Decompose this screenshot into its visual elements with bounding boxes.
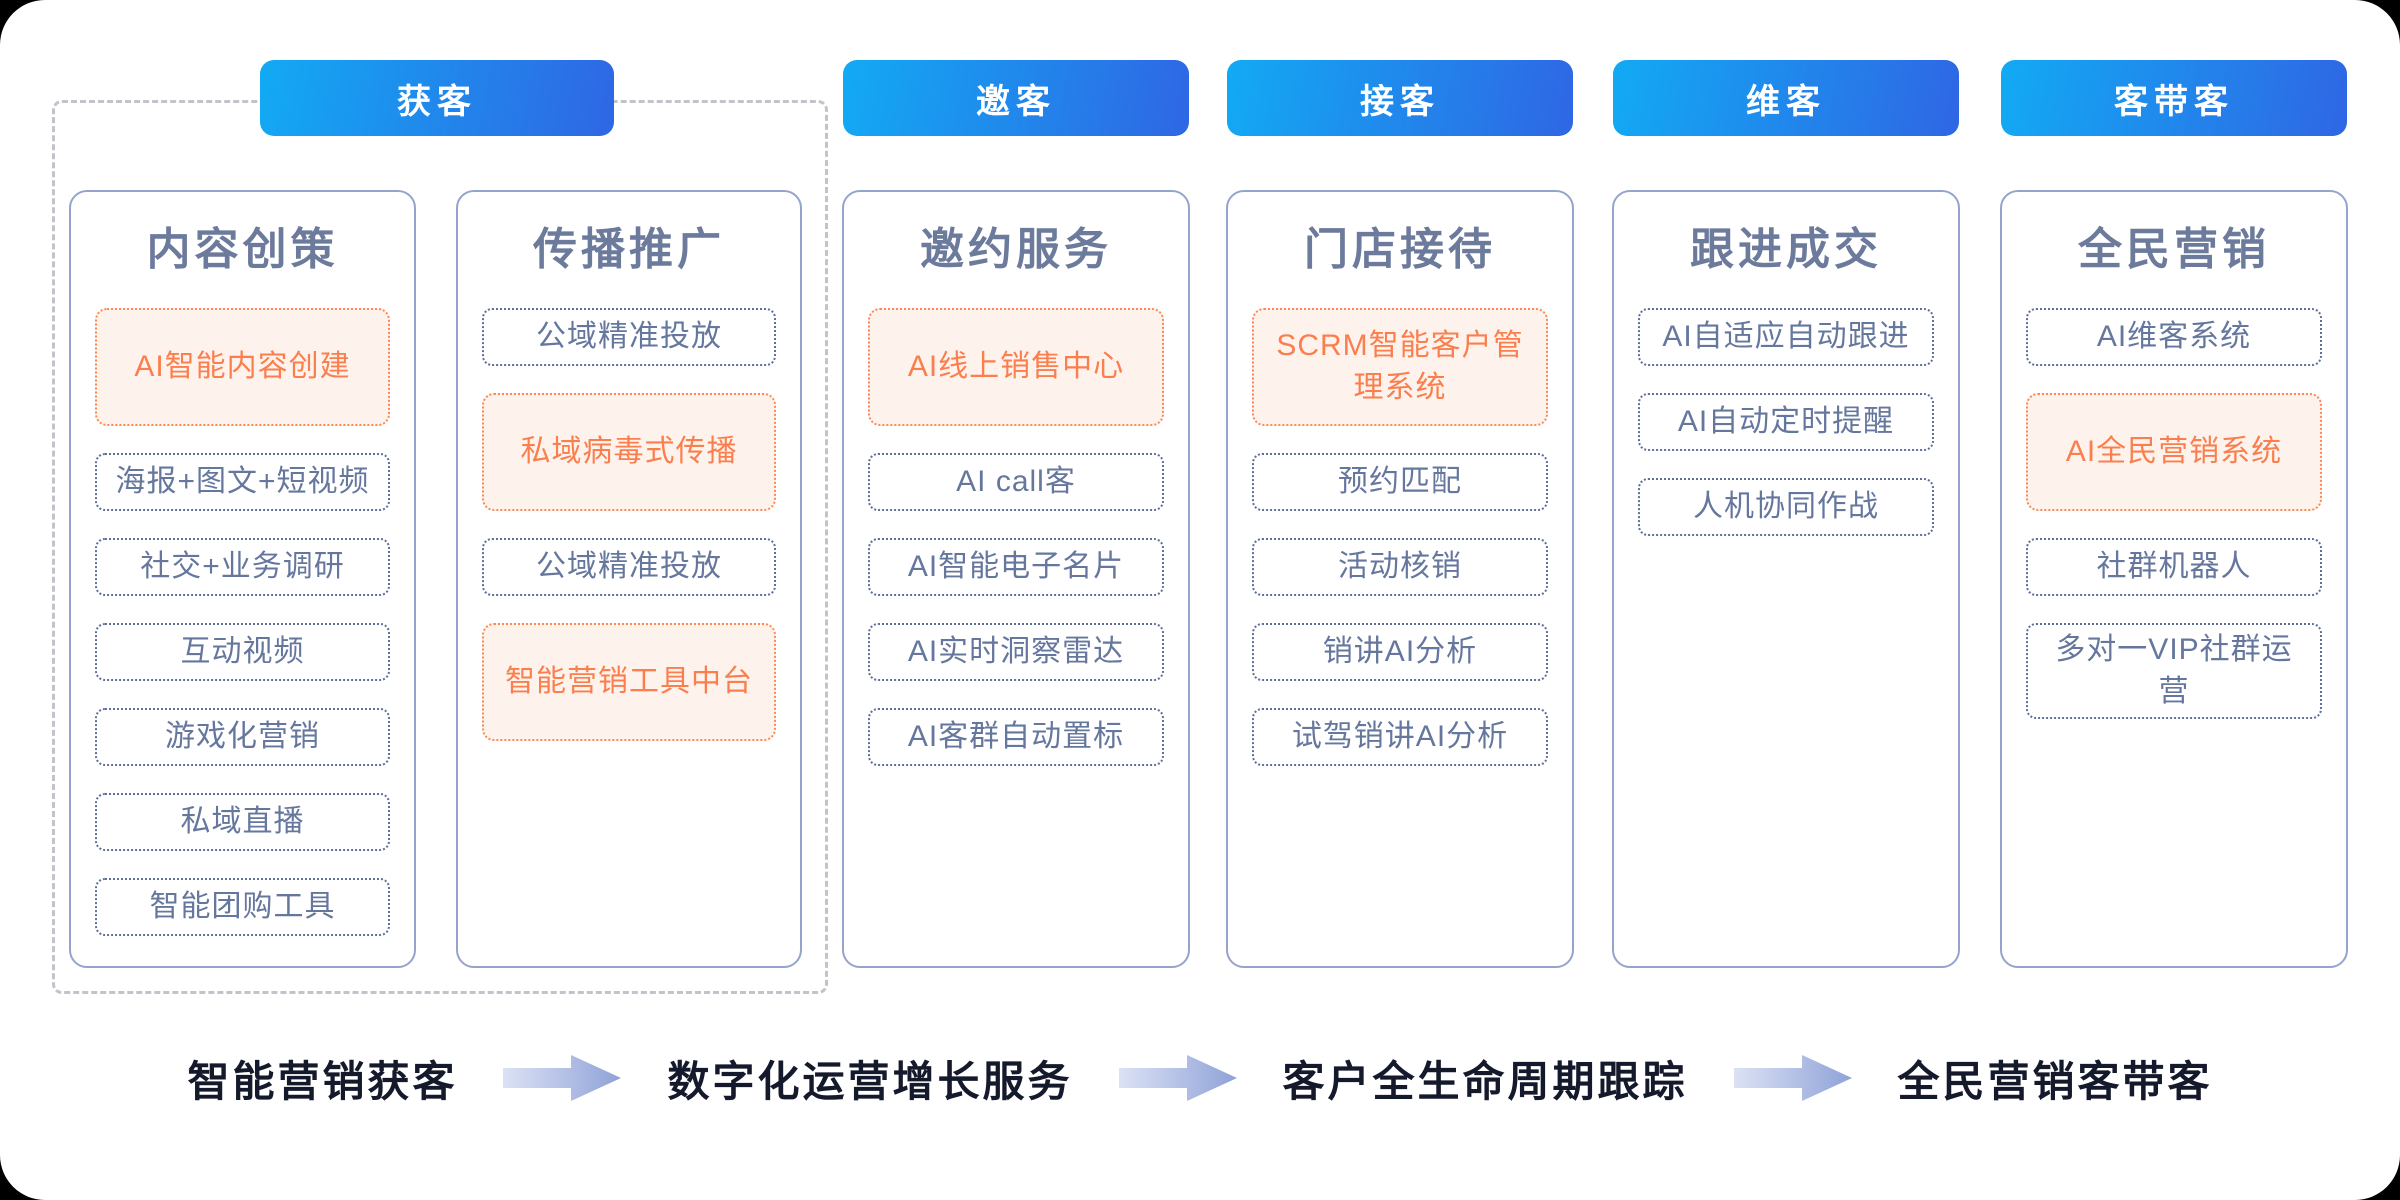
- flow-arrow-icon: [1733, 1055, 1852, 1101]
- column-items: SCRM智能客户管理系统预约匹配活动核销销讲AI分析试驾销讲AI分析: [1252, 308, 1548, 766]
- feature-item-highlighted: AI全民营销系统: [2026, 393, 2322, 511]
- feature-item: AI实时洞察雷达: [868, 623, 1164, 681]
- stage-pill-3: 接客: [1227, 60, 1573, 136]
- stage-pill-2: 邀客: [843, 60, 1189, 136]
- column-title: 跟进成交: [1690, 225, 1882, 274]
- flow-step-label: 全民营销客带客: [1897, 1057, 2213, 1105]
- column-card-2: 传播推广公域精准投放私域病毒式传播公域精准投放智能营销工具中台: [456, 190, 802, 968]
- feature-item: AI客群自动置标: [868, 708, 1164, 766]
- column-items: 公域精准投放私域病毒式传播公域精准投放智能营销工具中台: [482, 308, 776, 741]
- flow-arrow-icon: [1118, 1055, 1237, 1101]
- column-card-5: 跟进成交 AI自适应自动跟进 AI自动定时提醒人机协同作战: [1612, 190, 1960, 968]
- column-items: AI自适应自动跟进 AI自动定时提醒人机协同作战: [1638, 308, 1934, 536]
- feature-item: 公域精准投放: [482, 308, 776, 366]
- feature-item: 活动核销: [1252, 538, 1548, 596]
- feature-item: 游戏化营销: [95, 708, 390, 766]
- feature-item-highlighted: AI线上销售中心: [868, 308, 1164, 426]
- column-title: 全民营销: [2078, 225, 2270, 274]
- feature-item: 多对一VIP社群运营: [2026, 623, 2322, 719]
- column-items: AI智能内容创建海报+图文+短视频社交+业务调研互动视频游戏化营销私域直播智能团…: [95, 308, 390, 936]
- column-title: 门店接待: [1304, 225, 1496, 274]
- feature-item-highlighted: 智能营销工具中台: [482, 623, 776, 741]
- feature-item: 私域直播: [95, 793, 390, 851]
- feature-item: 海报+图文+短视频: [95, 453, 390, 511]
- column-card-1: 内容创策 AI智能内容创建海报+图文+短视频社交+业务调研互动视频游戏化营销私域直…: [69, 190, 416, 968]
- feature-item: AI自适应自动跟进: [1638, 308, 1934, 366]
- feature-item: 互动视频: [95, 623, 390, 681]
- feature-item: 试驾销讲AI分析: [1252, 708, 1548, 766]
- column-title: 内容创策: [146, 225, 339, 274]
- flow-step-label: 数字化运营增长服务: [667, 1057, 1073, 1105]
- feature-item: 公域精准投放: [482, 538, 776, 596]
- feature-item: 社交+业务调研: [95, 538, 390, 596]
- feature-item: AI智能电子名片: [868, 538, 1164, 596]
- feature-item: 社群机器人: [2026, 538, 2322, 596]
- column-card-6: 全民营销 AI维客系统 AI全民营销系统社群机器人多对一VIP社群运营: [2000, 190, 2348, 968]
- feature-item-highlighted: AI智能内容创建: [95, 308, 390, 426]
- bottom-flow-row: 智能营销获客 数字化运营增长服务 客户全生命周期跟踪 全民营销客带客: [0, 1036, 2400, 1120]
- column-items: AI维客系统 AI全民营销系统社群机器人多对一VIP社群运营: [2026, 308, 2322, 719]
- feature-item: AI自动定时提醒: [1638, 393, 1934, 451]
- column-card-4: 门店接待 SCRM智能客户管理系统预约匹配活动核销销讲AI分析试驾销讲AI分析: [1226, 190, 1574, 968]
- column-items: AI线上销售中心 AI call客 AI智能电子名片 AI实时洞察雷达 AI客群自动置标: [868, 308, 1164, 766]
- stage-pill-5: 客带客: [2001, 60, 2347, 136]
- feature-item: 预约匹配: [1252, 453, 1548, 511]
- column-title: 邀约服务: [920, 225, 1112, 274]
- feature-item-highlighted: 私域病毒式传播: [482, 393, 776, 511]
- column-title: 传播推广: [533, 225, 725, 274]
- feature-item: 人机协同作战: [1638, 478, 1934, 536]
- feature-item: 销讲AI分析: [1252, 623, 1548, 681]
- feature-item-highlighted: SCRM智能客户管理系统: [1252, 308, 1548, 426]
- feature-item: AI维客系统: [2026, 308, 2322, 366]
- feature-item: 智能团购工具: [95, 878, 390, 936]
- flow-step-label: 智能营销获客: [187, 1057, 458, 1105]
- stage-pill-4: 维客: [1613, 60, 1959, 136]
- stage-pill-1: 获客: [260, 60, 614, 136]
- column-card-3: 邀约服务 AI线上销售中心 AI call客 AI智能电子名片 AI实时洞察雷达 AI客群…: [842, 190, 1190, 968]
- flow-arrow-icon: [503, 1055, 622, 1101]
- flow-step-label: 客户全生命周期跟踪: [1282, 1057, 1688, 1105]
- feature-item: AI call客: [868, 453, 1164, 511]
